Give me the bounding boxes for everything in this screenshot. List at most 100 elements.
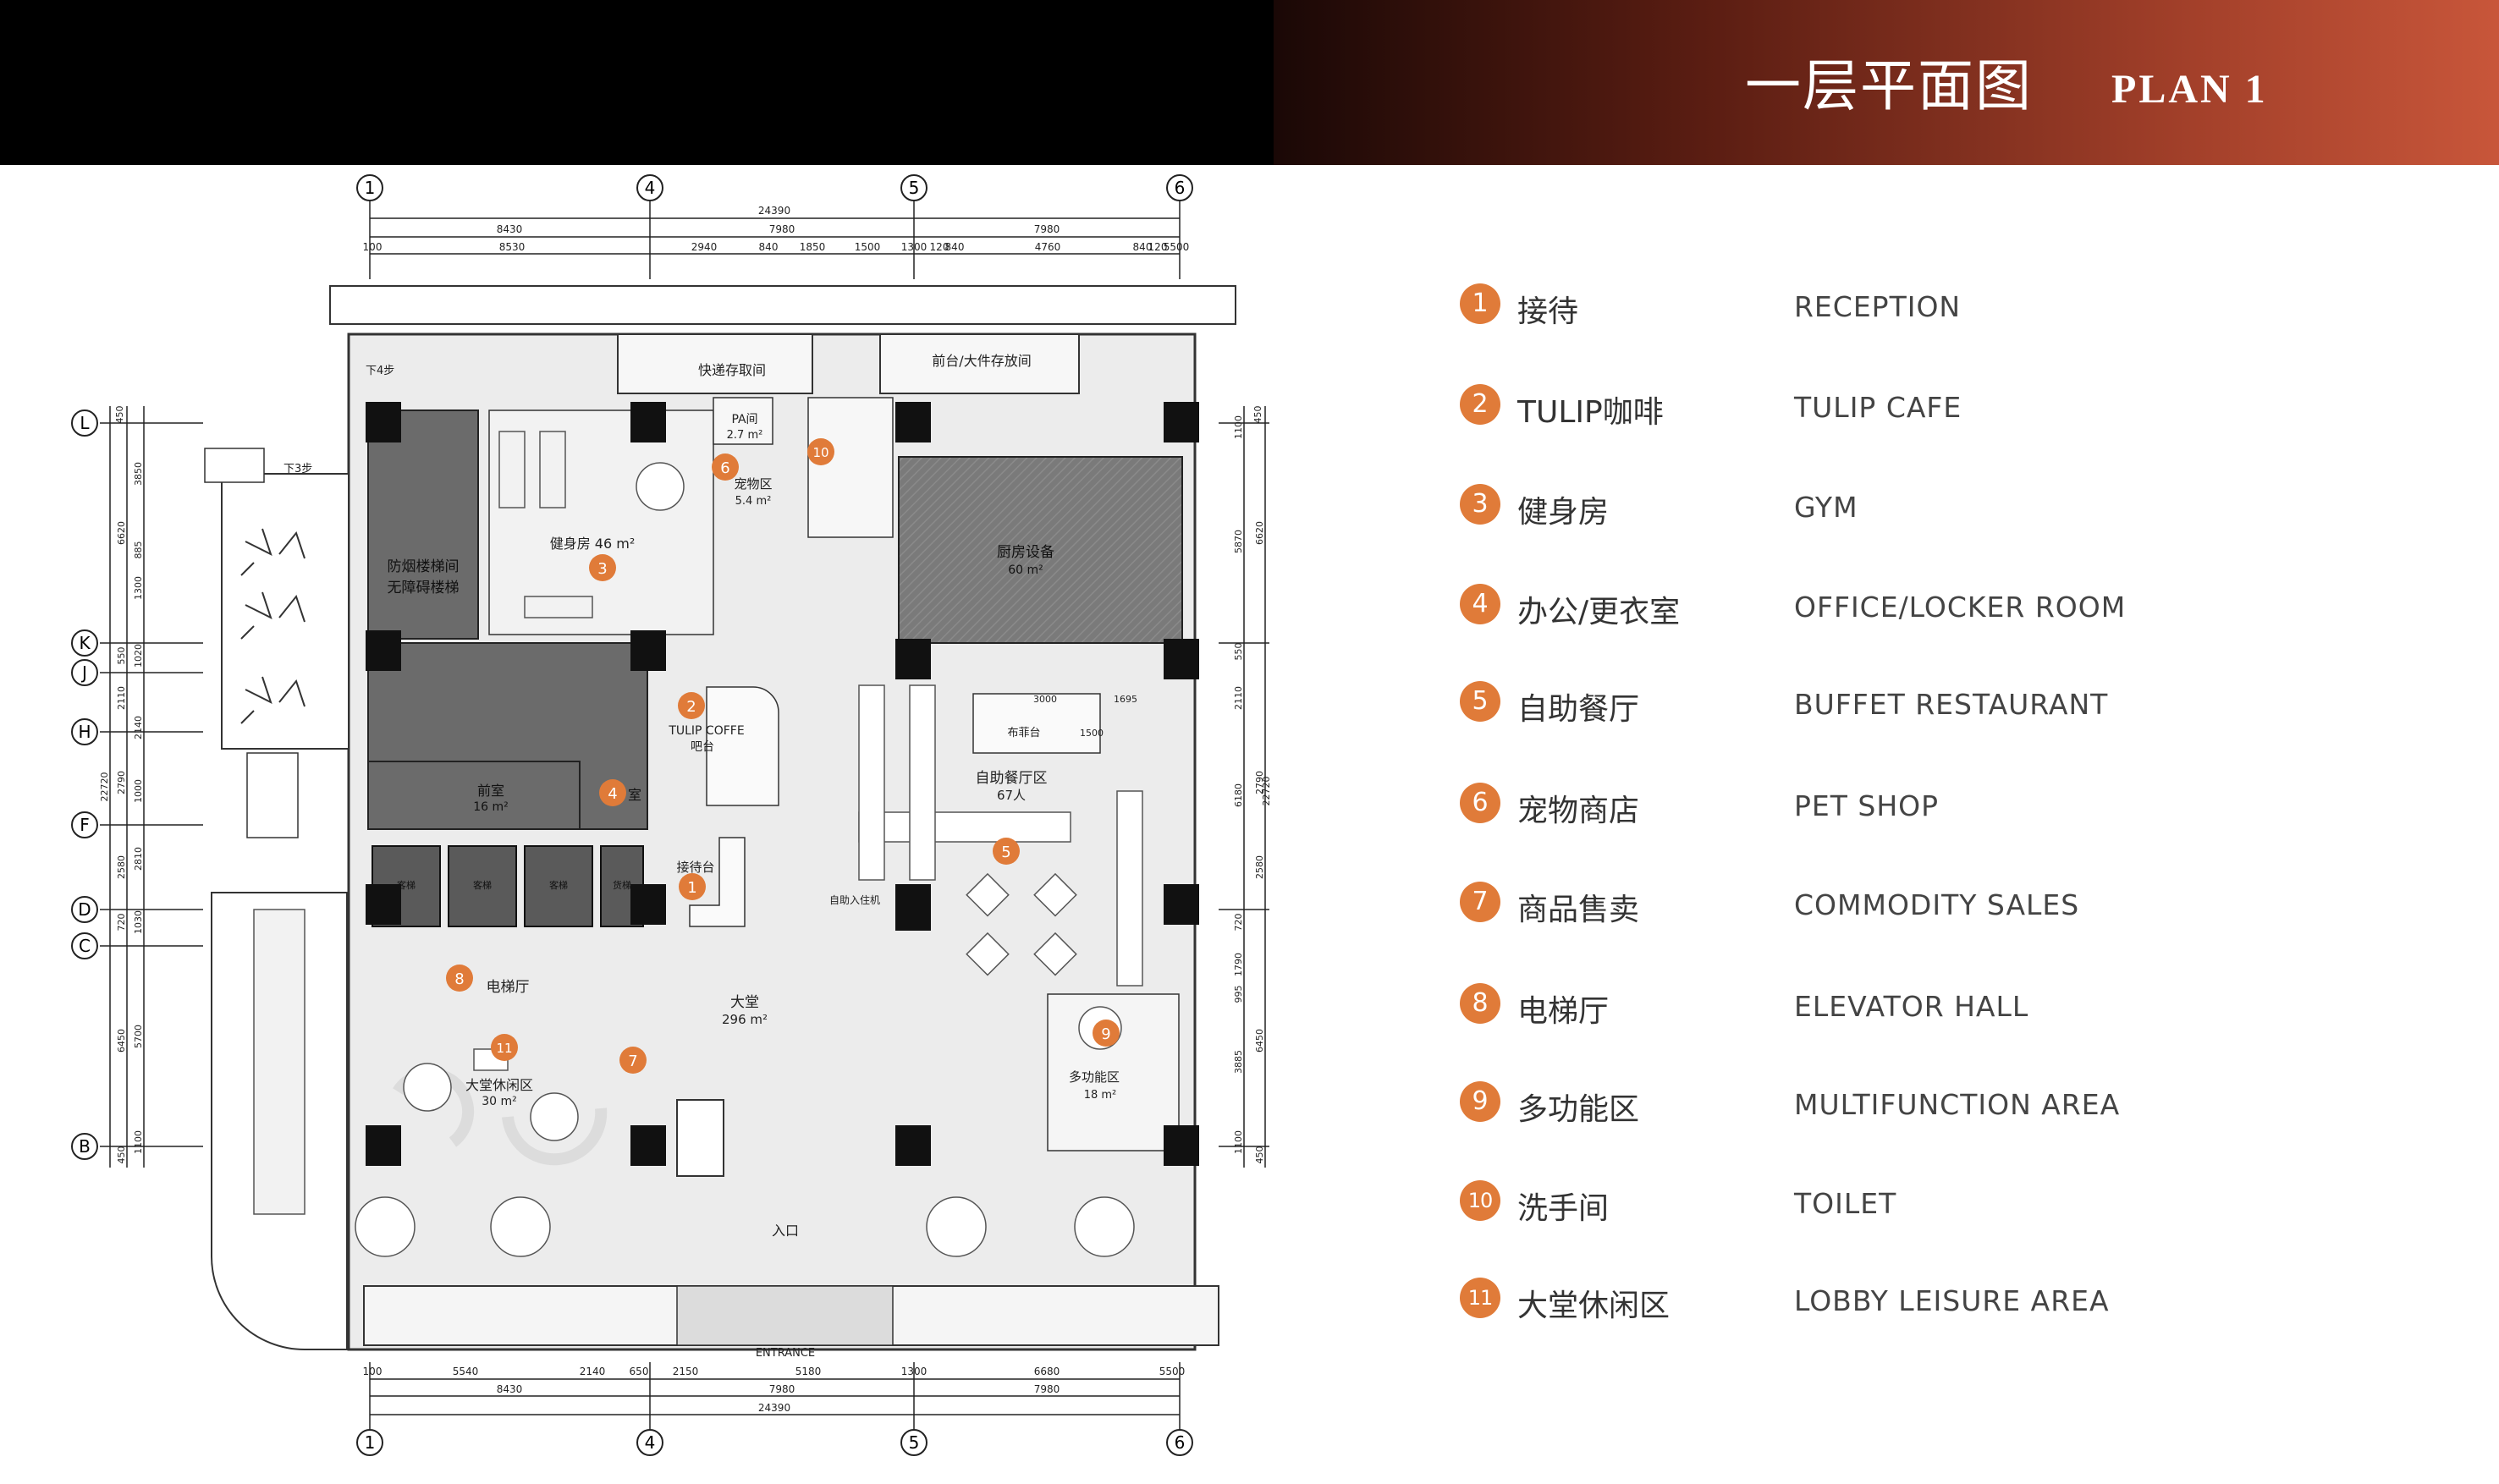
svg-text:2: 2 [686, 698, 696, 716]
dim-top-detail: 8530 [499, 241, 526, 253]
svg-text:6: 6 [1175, 1432, 1186, 1453]
dim-bottom-detail: 5180 [795, 1366, 822, 1377]
dim-right: 550 [1233, 643, 1244, 661]
legend-item-lobby-leisure: 11 大堂休闲区 LOBBY LEISURE AREA [1460, 1278, 2458, 1328]
svg-text:L: L [80, 413, 90, 433]
dim-left: 5700 [133, 1025, 144, 1048]
axis-bubble: 6 [1166, 174, 1193, 201]
legend-label-zh: 洗手间 [1517, 1191, 1610, 1226]
stairwell-label-2: 无障碍楼梯 [388, 580, 460, 596]
legend-label-en: MULTIFUNCTION AREA [1794, 1088, 2121, 1121]
buffet-dim-3000: 3000 [1033, 694, 1057, 705]
left-dimension-lines [100, 406, 203, 1168]
svg-text:C: C [79, 936, 91, 956]
front-room-block [367, 761, 581, 830]
legend-label-zh: 电梯厅 [1517, 994, 1610, 1029]
kitchen-label: 厨房设备 [997, 544, 1054, 561]
svg-text:1: 1 [687, 879, 696, 897]
axis-bubble: B [71, 1133, 98, 1160]
dim-left: 6450 [116, 1029, 127, 1053]
legend-label-zh: 办公/更衣室 [1517, 595, 1681, 629]
dim-bottom-detail: 2150 [673, 1366, 699, 1377]
legend-label-en: GYM [1794, 491, 1858, 524]
svg-text:5: 5 [1001, 844, 1010, 861]
svg-text:F: F [80, 815, 90, 835]
legend-label-zh: 自助餐厅 [1517, 692, 1640, 727]
west-terrace: 下3步 [204, 448, 350, 838]
svg-text:4: 4 [608, 785, 617, 803]
entrance-zh: 入口 [772, 1223, 799, 1239]
legend-number: 11 [1460, 1278, 1500, 1318]
dim-right: 2790 [1254, 771, 1265, 794]
axis-bubbles-left: L K J H F D C B [71, 409, 98, 1160]
legend-label-en: TULIP CAFE [1794, 391, 1962, 424]
axis-bubble: D [71, 896, 98, 923]
cafe-label: TULIP COFFE [668, 724, 744, 738]
svg-text:H: H [78, 722, 91, 742]
svg-text:J: J [80, 662, 87, 683]
axis-bubble: 5 [900, 1429, 927, 1456]
legend-item-toilet: 10 洗手间 TOILET [1460, 1180, 2458, 1231]
plan-marker-10: 10 [807, 438, 834, 465]
legend-label-en: OFFICE/LOCKER ROOM [1794, 591, 2127, 624]
axis-bubbles-bottom: 1 4 5 6 [356, 1429, 1193, 1456]
kitchen-area: 60 m² [1008, 563, 1043, 577]
dim-top-detail: 840 [759, 241, 779, 253]
courier-label: 快递存取间 [698, 362, 766, 378]
dim-right: 2110 [1233, 686, 1244, 710]
svg-text:5: 5 [909, 1432, 920, 1453]
legend-item-buffet: 5 自助餐厅 BUFFET RESTAURANT [1460, 681, 2458, 732]
dim-bottom-detail: 2140 [580, 1366, 606, 1377]
buffet-tables [858, 684, 1143, 987]
svg-text:D: D [78, 899, 91, 920]
dim-left: 450 [114, 406, 125, 424]
dim-top-detail: 840 [1133, 241, 1153, 253]
small-elevator-tag: 货梯 [613, 879, 631, 891]
gym-zone: 健身房 46 m² [488, 409, 714, 635]
dim-right: 1100 [1233, 415, 1244, 439]
dim-bottom-detail: 5540 [453, 1366, 479, 1377]
legend-number: 10 [1460, 1180, 1500, 1221]
dim-left: 450 [116, 1146, 127, 1164]
dim-top-detail: 1500 [855, 241, 881, 253]
legend-label-en: COMMODITY SALES [1794, 888, 2080, 921]
buffet-dim-1695: 1695 [1114, 694, 1137, 705]
legend-number: 7 [1460, 882, 1500, 922]
front-room-label: 前室 [477, 783, 504, 799]
dim-left: 1030 [133, 910, 144, 934]
legend-label-zh: 大堂休闲区 [1517, 1289, 1671, 1323]
axis-bubble: H [71, 718, 98, 745]
front-storage-room [879, 333, 1080, 394]
axis-bubble: 4 [636, 1429, 663, 1456]
pa-area: 2.7 m² [727, 429, 763, 442]
legend-label-zh: 商品售卖 [1517, 893, 1640, 927]
dim-left: 6620 [116, 521, 127, 545]
svg-text:6: 6 [1175, 178, 1186, 198]
dim-bottom-bay-3: 7980 [1034, 1383, 1060, 1395]
svg-text:6: 6 [720, 459, 729, 477]
axis-bubble: K [71, 629, 98, 657]
svg-text:8: 8 [454, 970, 464, 988]
legend-item-reception: 1 接待 RECEPTION [1460, 283, 2458, 334]
axis-bubble: L [71, 409, 98, 437]
dim-top-detail: 2940 [691, 241, 718, 253]
dim-right: 1790 [1233, 953, 1244, 976]
plan-marker-5: 5 [993, 838, 1020, 865]
dim-left: 1020 [133, 644, 144, 668]
legend-label-en: RECEPTION [1794, 290, 1962, 323]
page-title-english: PLAN 1 [2111, 67, 2268, 112]
legend-item-multifunction: 9 多功能区 MULTIFUNCTION AREA [1460, 1081, 2458, 1132]
dim-top-bay-2: 7980 [769, 223, 795, 235]
dim-bottom-detail: 5500 [1159, 1366, 1186, 1377]
self-service-label: 自助入住机 [829, 894, 880, 906]
dim-right: 3885 [1233, 1050, 1244, 1074]
legend-label-en: PET SHOP [1794, 789, 1940, 822]
dim-top-detail: 4760 [1035, 241, 1061, 253]
dim-top-detail: 120 [1148, 241, 1168, 253]
bottom-dimension-texts: 100 5540 2140 650 2150 5180 1300 6680 55… [363, 1366, 1186, 1414]
plan-marker-8: 8 [446, 965, 473, 992]
elevator-hall-label: 电梯厅 [487, 979, 530, 996]
elevator-bank: 客梯 客梯 客梯 货梯 [372, 845, 644, 927]
dim-right: 720 [1233, 914, 1244, 932]
plan-marker-9: 9 [1093, 1020, 1120, 1047]
